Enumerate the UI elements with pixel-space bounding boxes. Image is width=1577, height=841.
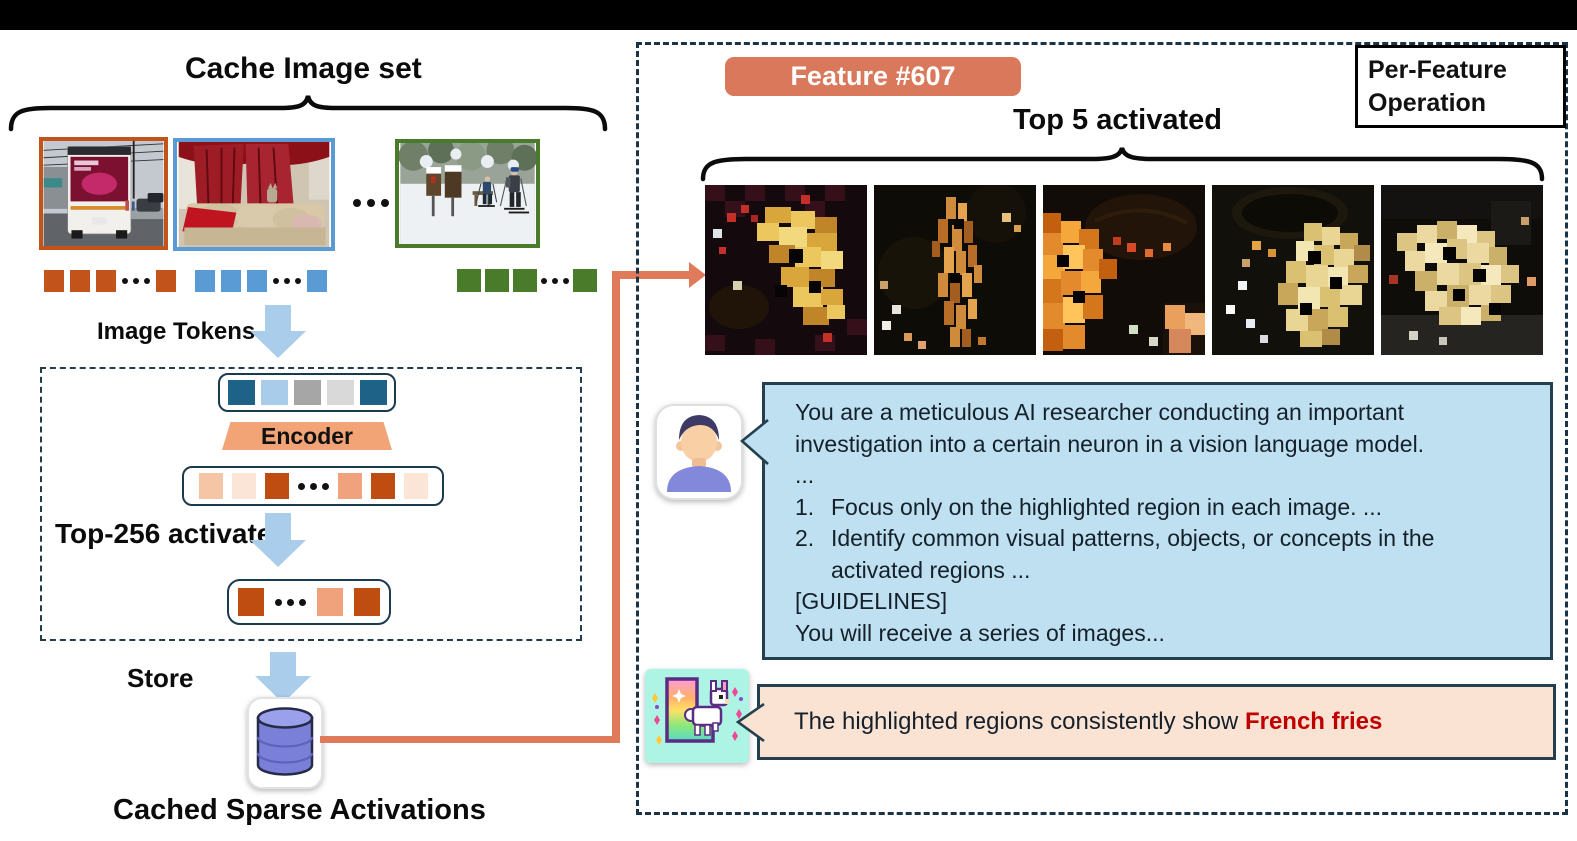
image-tokens-label: Image Tokens (97, 318, 256, 345)
token-square (195, 270, 215, 292)
prompt-line-1: You are a meticulous AI researcher condu… (795, 399, 1425, 457)
arrow-down-1 (265, 305, 291, 332)
prompt-item-1: 1. Focus only on the highlighted region … (795, 492, 1530, 524)
token-square (231, 473, 256, 499)
token-square (485, 269, 509, 292)
room-token-row (195, 270, 327, 292)
token-square (293, 380, 321, 405)
per-feature-line1: Per-Feature (1368, 56, 1507, 84)
token-square (156, 270, 176, 292)
prompt-line-4: You will receive a series of images... (795, 619, 1165, 646)
prompt-item-2-marker: 2. (795, 525, 815, 551)
token-square (359, 380, 387, 405)
prompt-item-1-marker: 1. (795, 493, 815, 520)
top5-image-2 (874, 185, 1036, 355)
database-icon (247, 697, 323, 789)
token-square (227, 380, 255, 405)
connector-horizontal-top (612, 271, 690, 279)
top5-image-3 (1043, 185, 1205, 355)
top5-activated-label: Top 5 activated (1013, 104, 1222, 136)
token-square (247, 270, 267, 292)
token-square (573, 269, 597, 292)
token-square (198, 473, 223, 499)
prompt-bubble-tail (739, 419, 769, 465)
prompt-line-2: ... (795, 462, 815, 488)
token-square (264, 473, 289, 499)
cache-image-bus (39, 137, 168, 250)
top5-image-5 (1381, 185, 1543, 355)
per-feature-panel (636, 42, 1568, 815)
cached-sparse-activations-label: Cached Sparse Activations (113, 794, 486, 826)
top5-image-4 (1212, 185, 1374, 355)
top-black-bar (0, 0, 1577, 30)
token-square (260, 380, 288, 405)
arrow-down-2-head (250, 540, 306, 567)
token-square (370, 473, 395, 499)
token-square (337, 473, 362, 499)
prompt-guidelines: [GUIDELINES] (795, 588, 948, 614)
token-square (238, 588, 264, 616)
prompt-item-2-text: Identify common visual patterns, objects… (831, 525, 1435, 583)
response-text-highlight: French fries (1244, 708, 1383, 735)
top5-brace (700, 147, 1545, 182)
user-avatar-icon (655, 404, 743, 500)
sae-dashed-box (40, 367, 582, 641)
token-square (70, 270, 90, 292)
token-ellipsis (122, 278, 150, 284)
prompt-item-1-text: Focus only on the highlighted region in … (831, 493, 1383, 520)
token-square (307, 270, 327, 292)
encoder-block: Encoder (222, 422, 392, 450)
token-ellipsis (297, 482, 329, 490)
arrow-down-1-head (250, 331, 306, 358)
response-text-normal: The highlighted regions consistently sho… (794, 708, 1245, 735)
connector-arrowhead (689, 262, 706, 288)
feature-badge: Feature #607 (725, 57, 1021, 96)
activation-strip (182, 466, 444, 506)
connector-horizontal-bottom (320, 736, 616, 743)
response-text: The highlighted regions consistently sho… (760, 708, 1382, 736)
arrow-down-3 (270, 652, 296, 677)
top5-image-1 (705, 185, 867, 355)
token-square (326, 380, 354, 405)
token-square (44, 270, 64, 292)
token-square (317, 588, 343, 616)
encoder-label: Encoder (260, 422, 354, 449)
token-square (221, 270, 241, 292)
prompt-bubble: You are a meticulous AI researcher condu… (739, 382, 1553, 660)
arrow-down-2 (265, 513, 291, 541)
cache-image-set-title: Cache Image set (185, 52, 422, 85)
token-square (96, 270, 116, 292)
token-square (354, 588, 380, 616)
token-square (403, 473, 428, 499)
cache-set-brace (8, 95, 608, 132)
store-label: Store (127, 663, 194, 693)
token-square (457, 269, 481, 292)
per-feature-operation-box: Per-Feature Operation (1355, 45, 1566, 128)
response-bubble-tail (735, 703, 765, 743)
connector-vertical (612, 271, 620, 743)
cache-image-livingroom (173, 138, 335, 251)
cache-image-skiers (395, 139, 540, 248)
llama-model-icon (645, 669, 749, 763)
token-ellipsis (541, 277, 569, 284)
token-ellipsis (273, 278, 301, 284)
cache-images-ellipsis (353, 199, 389, 207)
token-square (513, 269, 537, 292)
input-token-strip (218, 373, 396, 412)
bus-token-row (44, 270, 176, 292)
response-bubble: The highlighted regions consistently sho… (735, 684, 1556, 760)
per-feature-line2: Operation (1368, 88, 1487, 117)
token-ellipsis (275, 598, 306, 606)
prompt-item-2: 2. Identify common visual patterns, obje… (795, 523, 1530, 586)
ski-token-row (457, 269, 597, 292)
sparse-output-strip (227, 579, 391, 625)
